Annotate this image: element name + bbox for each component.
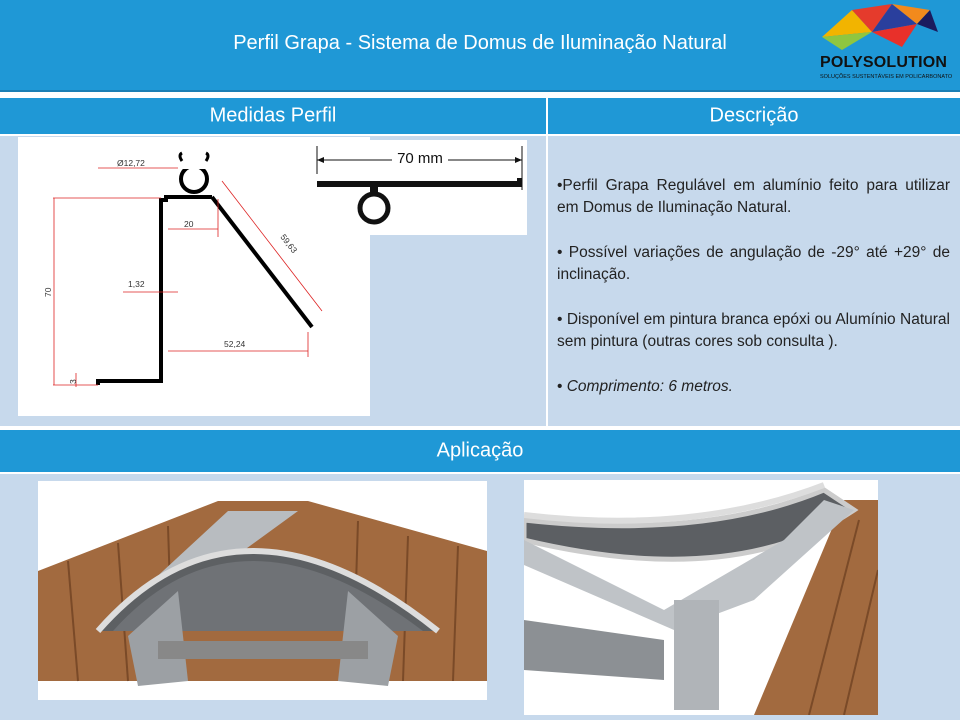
dim-diameter: Ø12,72	[117, 158, 145, 168]
dim-52-24: 52,24	[224, 339, 246, 349]
medidas-perfil-header: Medidas Perfil	[0, 98, 546, 134]
aplicacao-header: Aplicação	[0, 430, 960, 472]
header-bar: Perfil Grapa - Sistema de Domus de Ilumi…	[0, 0, 960, 92]
logo-tagline: SOLUÇÕES SUSTENTÁVEIS EM POLICARBONATO	[820, 74, 953, 80]
dim-20: 20	[184, 219, 194, 229]
dim-70mm: 70 mm	[397, 150, 443, 167]
description-item: • Disponível em pintura branca epóxi ou …	[557, 311, 950, 350]
logo-name: POLYSOLUTION	[820, 54, 948, 71]
application-image-front	[38, 481, 487, 700]
description-list: •Perfil Grapa Regulável em alumínio feit…	[557, 175, 950, 421]
profile-drawing: Ø12,72 20 59,63 70 1,32 52,24 3	[18, 137, 370, 416]
polysolution-logo: POLYSOLUTION SOLUÇÕES SUSTENTÁVEIS EM PO…	[812, 2, 958, 88]
application-image-side	[524, 480, 878, 715]
dim-70: 70	[43, 287, 53, 297]
description-item: •Perfil Grapa Regulável em alumínio feit…	[557, 177, 950, 216]
descricao-header: Descrição	[548, 98, 960, 134]
dim-59-63: 59,63	[278, 232, 299, 255]
dim-1-32: 1,32	[128, 279, 145, 289]
description-item: • Possível variações de angulação de -29…	[557, 244, 950, 283]
descricao-panel	[548, 136, 960, 426]
page-title: Perfil Grapa - Sistema de Domus de Ilumi…	[233, 32, 727, 54]
description-item: • Comprimento: 6 metros.	[557, 378, 733, 395]
logo-mark-icon	[822, 4, 938, 50]
dim-3: 3	[68, 379, 78, 384]
profile-width-drawing: 70 mm	[312, 140, 527, 235]
